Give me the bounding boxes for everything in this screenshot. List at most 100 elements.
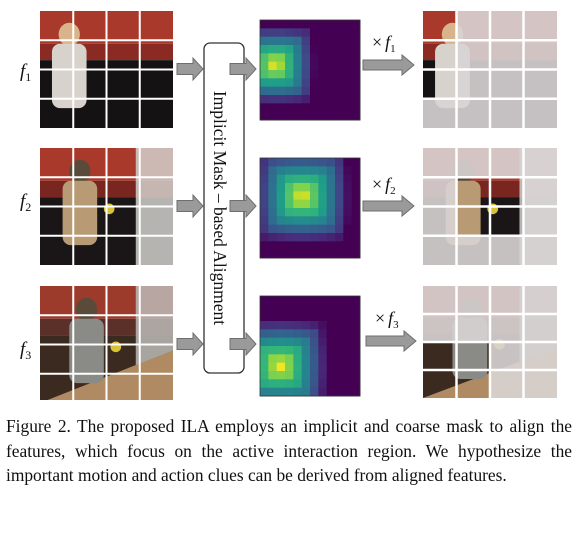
mask-cell <box>351 28 361 38</box>
mask-cell <box>326 241 336 251</box>
mask-cell <box>260 28 269 38</box>
mask-cell <box>351 86 361 96</box>
mask-cell <box>326 312 336 322</box>
mask-cell <box>343 166 353 176</box>
mask-cell <box>260 216 269 226</box>
mask-cell <box>318 158 328 167</box>
mask-cell <box>335 304 344 314</box>
mask-cell <box>268 362 278 372</box>
mask-cell <box>285 296 294 305</box>
mask-cell <box>343 216 353 226</box>
mask-cell <box>293 208 303 217</box>
mask-cell <box>285 337 294 347</box>
mask-cell <box>276 321 286 330</box>
mask-cell <box>276 86 286 96</box>
mask-cell <box>301 70 311 79</box>
mask-cell <box>301 354 311 364</box>
mask-cell <box>276 362 286 372</box>
mask-cell <box>335 61 344 71</box>
mask-cell <box>318 321 328 330</box>
mask-cell <box>326 216 336 226</box>
mask-cell <box>343 158 353 167</box>
mask-cell <box>285 371 294 380</box>
mask-cell <box>318 379 328 389</box>
mask-cell <box>293 20 303 29</box>
mask-cell <box>318 371 328 380</box>
mask-cell <box>276 20 286 29</box>
figure-caption: Figure 2. The proposed ILA employs an im… <box>6 416 572 486</box>
mask-cell <box>351 45 361 54</box>
mask-cell <box>301 103 311 113</box>
mask-cell <box>343 233 353 242</box>
mask-cell <box>301 304 311 314</box>
input-frame-3 <box>40 286 173 400</box>
mask-cell <box>326 224 336 234</box>
mask-cell <box>326 86 336 96</box>
mask-cell <box>335 208 344 217</box>
mask-cell <box>268 78 278 88</box>
mask-cell <box>318 53 328 63</box>
mask-cell <box>318 362 328 372</box>
mask-cell <box>276 61 286 71</box>
mask-cell <box>260 321 269 330</box>
mask-cell <box>293 216 303 226</box>
mask-cell <box>285 174 294 184</box>
mask-cell <box>310 224 319 234</box>
mask-cell <box>310 70 319 79</box>
mask-cell <box>351 183 361 192</box>
mask-cell <box>318 191 328 201</box>
mask-cell <box>285 208 294 217</box>
mask-cell <box>260 354 269 364</box>
mask-cell <box>351 61 361 71</box>
mask-cell <box>310 379 319 389</box>
mask-cell <box>301 183 311 192</box>
mask-cell <box>318 70 328 79</box>
mask-cell <box>335 354 344 364</box>
aligned-frame-2 <box>423 148 557 265</box>
arrow-shape <box>229 193 257 219</box>
mask-cell <box>335 20 344 29</box>
mask-cell <box>301 321 311 330</box>
mask-cell <box>335 36 344 46</box>
mask-cell <box>310 199 319 209</box>
mask-cell <box>335 371 344 380</box>
arrow-shape <box>362 194 415 218</box>
mask-cell <box>285 379 294 389</box>
mask-cell <box>351 216 361 226</box>
mask-cell <box>301 241 311 251</box>
mask-cell <box>310 216 319 226</box>
mask-cell <box>285 158 294 167</box>
mask-cell <box>301 61 311 71</box>
mask-cell <box>293 103 303 113</box>
mask-cell <box>285 354 294 364</box>
mask-cell <box>285 70 294 79</box>
mask-cell <box>351 329 361 339</box>
mask-cell <box>276 70 286 79</box>
mask-cell <box>343 387 353 397</box>
mask-cell <box>301 36 311 46</box>
mask-cell <box>276 183 286 192</box>
mask-cell <box>260 241 269 251</box>
mask-cell <box>260 86 269 96</box>
mask-cell <box>335 346 344 355</box>
mask-cell <box>343 379 353 389</box>
mask-cell <box>326 387 336 397</box>
feature-label-1: f1 <box>20 61 31 84</box>
mask-cell <box>343 354 353 364</box>
mask-cell <box>276 216 286 226</box>
mask-cell <box>268 379 278 389</box>
mask-cell <box>268 28 278 38</box>
mask-cell <box>310 346 319 355</box>
mask-cell <box>310 387 319 397</box>
mask-cell <box>335 224 344 234</box>
mask-cell <box>293 329 303 339</box>
mask-cell <box>260 36 269 46</box>
mask-cell <box>268 111 278 121</box>
mask-cell <box>276 166 286 176</box>
arrow-multiply-2 <box>362 194 415 218</box>
mask-cell <box>335 95 344 104</box>
mask-cell <box>301 329 311 339</box>
mask-cell <box>326 166 336 176</box>
mask-cell <box>293 70 303 79</box>
mask-cell <box>268 191 278 201</box>
